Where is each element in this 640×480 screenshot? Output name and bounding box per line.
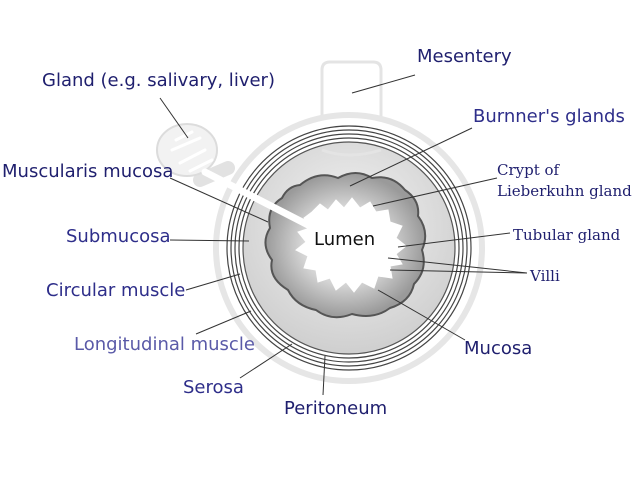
leader-crypt [372,177,498,207]
leader-villi-2 [389,269,528,274]
gland-duct [201,168,314,230]
label-burners-glands: Burnner's glands [473,106,625,127]
label-mucosa: Mucosa [464,338,533,359]
label-tubular-gland: Tubular gland [513,226,621,244]
label-peritoneum: Peritoneum [284,398,388,419]
label-serosa: Serosa [183,377,244,398]
leader-mesentery [351,74,416,94]
leader-lines [159,74,528,396]
label-villi: Villi [530,267,560,285]
leader-serosa [239,343,293,379]
leader-longitudinal [195,310,252,335]
label-lumen: Lumen [314,229,376,250]
leader-muscularis [169,177,269,223]
circular-muscle-ring [238,137,460,359]
leader-villi-1 [387,257,528,274]
leader-gland [159,97,189,139]
leader-circular [185,273,241,291]
mesentery-base [321,148,382,157]
leader-burners [349,127,473,187]
lumen-region [295,197,407,293]
label-gland: Gland (e.g. salivary, liver) [42,70,275,91]
label-circular-muscle: Circular muscle [46,280,186,301]
longitudinal-muscle-ring [234,133,464,363]
label-muscularis-mucosa: Muscularis mucosa [2,161,174,182]
label-crypt-line1: Crypt of [497,161,560,179]
leader-mucosa [377,289,466,341]
label-longitudinal-muscle: Longitudinal muscle [74,334,255,355]
label-submucosa: Submucosa [66,226,171,247]
label-crypt-line2: Lieberkuhn gland [497,182,632,200]
leader-tubular [397,232,511,248]
leader-peritoneum [322,355,326,396]
label-mesentery: Mesentery [417,46,512,67]
leader-submucosa [169,239,250,242]
serosa-ring [230,129,468,367]
